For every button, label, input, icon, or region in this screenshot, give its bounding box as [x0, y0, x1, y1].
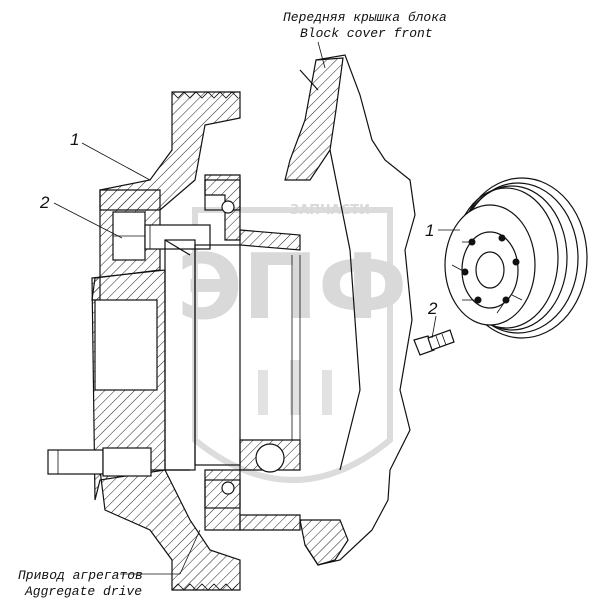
- part-number-2-left: 2: [39, 193, 50, 212]
- aggregate-drive-label-ru: Привод агрегатов: [18, 568, 143, 583]
- aggregate-drive-label-en: Aggregate drive: [24, 584, 142, 599]
- bolt-section: [112, 211, 211, 261]
- aggregate-drive-hub: [47, 91, 241, 591]
- pulley-damper: [444, 177, 588, 339]
- block-cover-front: [284, 54, 416, 566]
- watermark-subtitle: ЗАПЧАСТИ: [290, 203, 370, 218]
- pulley-bolt: [413, 329, 455, 356]
- part-number-1-right: 1: [425, 221, 434, 240]
- part-number-1-left: 1: [70, 130, 79, 149]
- block-cover-label-en: Block cover front: [300, 26, 433, 41]
- part-number-2-right: 2: [427, 299, 438, 318]
- drive-shaft-bearings: [164, 174, 301, 531]
- leader-lines: [53, 41, 460, 575]
- block-cover-label-ru: Передняя крышка блока: [283, 10, 447, 25]
- callouts: Передняя крышка блока Block cover front …: [18, 10, 447, 599]
